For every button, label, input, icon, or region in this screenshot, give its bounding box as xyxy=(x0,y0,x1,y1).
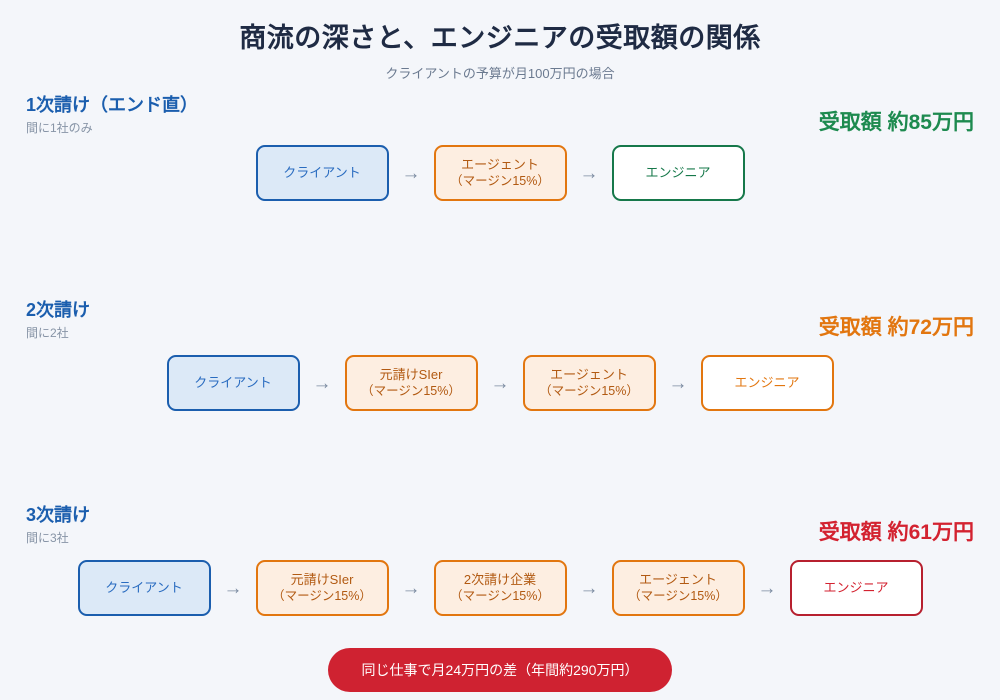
arrow-icon: → xyxy=(757,577,777,599)
flow-node-engineer: エンジニア xyxy=(789,560,923,616)
arrow-icon: → xyxy=(312,372,332,394)
flow-node-prime-sier: 元請けSIer （マージン15%） xyxy=(255,560,389,616)
summary-banner: 同じ仕事で月24万円の差（年間約290万円） xyxy=(327,648,673,692)
arrow-icon: → xyxy=(668,372,688,394)
arrow-icon: → xyxy=(401,577,421,599)
arrow-icon: → xyxy=(490,372,510,394)
flow-node-line2: （マージン15%） xyxy=(539,384,639,399)
flow-node-line1: クライアント xyxy=(194,375,272,391)
flow-diagram-1: クライアント → エージェント （マージン15%） → エンジニア xyxy=(0,145,1000,201)
tier-sublabel-1: 間に1社のみ xyxy=(26,120,93,135)
flow-node-line1: クライアント xyxy=(283,165,361,181)
flow-node-line1: 2次請け企業 xyxy=(463,571,537,587)
tier-amount-2: 受取額 約72万円 xyxy=(818,316,974,339)
flow-diagram-2: クライアント → 元請けSIer （マージン15%） → エージェント （マージ… xyxy=(0,355,1000,411)
flow-node-line1: エンジニア xyxy=(734,375,800,391)
flow-node-line2: （マージン15%） xyxy=(272,589,372,604)
tier-label-2: 2次請け xyxy=(26,300,91,320)
flow-node-line1: エンジニア xyxy=(823,580,889,596)
flow-node-line2: （マージン15%） xyxy=(450,174,550,189)
tier-label-1: 1次請け（エンド直） xyxy=(26,95,199,115)
arrow-icon: → xyxy=(579,577,599,599)
flow-node-client: クライアント xyxy=(77,560,211,616)
flow-node-engineer: エンジニア xyxy=(700,355,834,411)
page-header: 商流の深さと、エンジニアの受取額の関係 クライアントの予算が月100万円の場合 xyxy=(0,0,1000,82)
flow-node-agent: エージェント （マージン15%） xyxy=(522,355,656,411)
arrow-icon: → xyxy=(401,162,421,184)
flow-node-second-tier-company: 2次請け企業 （マージン15%） xyxy=(433,560,567,616)
arrow-icon: → xyxy=(579,162,599,184)
flow-node-line1: エージェント xyxy=(550,366,628,382)
flow-diagram-3: クライアント → 元請けSIer （マージン15%） → 2次請け企業 （マージ… xyxy=(0,560,1000,616)
tier-heading-2: 2次請け 間に2社 xyxy=(26,299,90,341)
flow-node-client: クライアント xyxy=(166,355,300,411)
page-subtitle: クライアントの予算が月100万円の場合 xyxy=(385,65,615,81)
flow-node-line2: （マージン15%） xyxy=(450,589,550,604)
summary-banner-wrap: 同じ仕事で月24万円の差（年間約290万円） xyxy=(0,648,1000,692)
flow-node-line2: （マージン15%） xyxy=(361,384,461,399)
flow-node-engineer: エンジニア xyxy=(611,145,745,201)
arrow-icon: → xyxy=(223,577,243,599)
page-title: 商流の深さと、エンジニアの受取額の関係 xyxy=(239,23,761,53)
flow-node-line1: エンジニア xyxy=(645,165,711,181)
flow-node-line2: （マージン15%） xyxy=(628,589,728,604)
tier-amount-3: 受取額 約61万円 xyxy=(818,521,974,544)
flow-node-line1: 元請けSIer xyxy=(379,366,443,382)
tier-sublabel-2: 間に2社 xyxy=(26,325,69,340)
flow-node-prime-sier: 元請けSIer （マージン15%） xyxy=(344,355,478,411)
tier-heading-3: 3次請け 間に3社 xyxy=(26,504,90,546)
tier-heading-1: 1次請け（エンド直） 間に1社のみ xyxy=(26,94,198,136)
flow-node-line1: エージェント xyxy=(639,571,717,587)
flow-node-agent: エージェント （マージン15%） xyxy=(611,560,745,616)
flow-node-line1: クライアント xyxy=(105,580,183,596)
tier-amount-1: 受取額 約85万円 xyxy=(818,111,974,134)
flow-node-client: クライアント xyxy=(255,145,389,201)
flow-node-agent: エージェント （マージン15%） xyxy=(433,145,567,201)
tier-label-3: 3次請け xyxy=(26,505,91,525)
flow-node-line1: エージェント xyxy=(461,156,539,172)
tier-sublabel-3: 間に3社 xyxy=(26,530,69,545)
flow-node-line1: 元請けSIer xyxy=(290,571,354,587)
